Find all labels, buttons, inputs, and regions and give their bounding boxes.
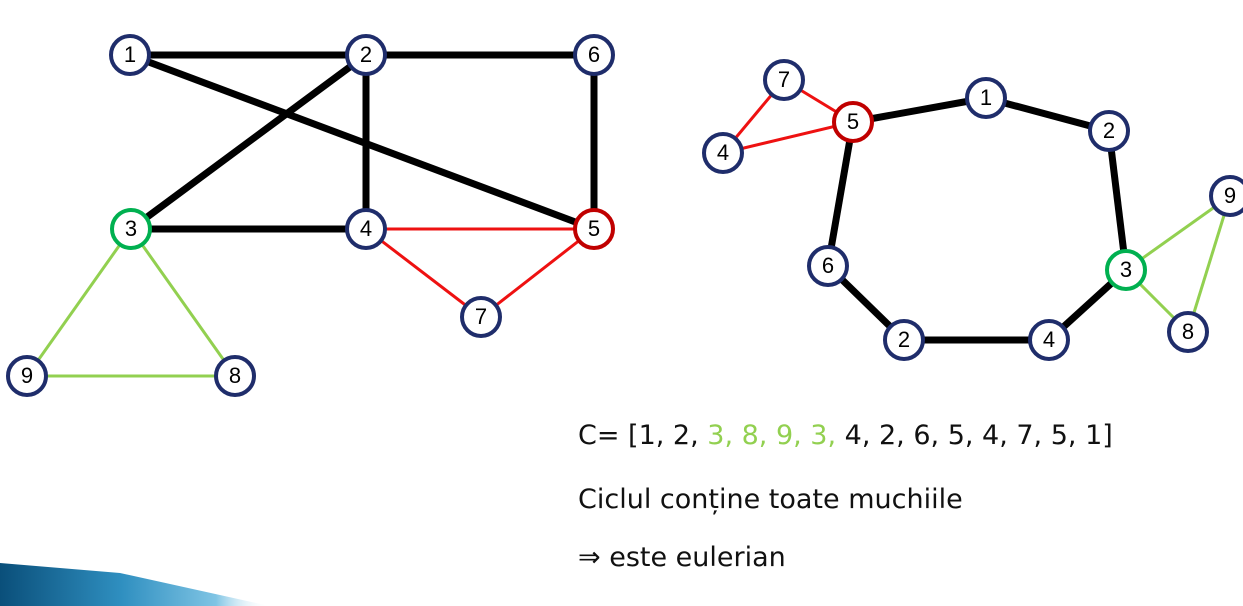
right-node-r2a: 2 bbox=[1088, 110, 1130, 152]
node-label: 6 bbox=[822, 253, 834, 278]
right-node-r1: 1 bbox=[965, 77, 1007, 119]
right-node-r3: 3 bbox=[1105, 249, 1147, 291]
node-label: 1 bbox=[980, 85, 992, 110]
right-node-r9: 9 bbox=[1209, 175, 1243, 217]
node-circle bbox=[832, 101, 874, 143]
node-label: 3 bbox=[125, 216, 137, 241]
left-node-8: 8 bbox=[214, 355, 256, 397]
node-label: 4 bbox=[1043, 327, 1055, 352]
right-edge-r6-r5 bbox=[824, 121, 857, 267]
node-label: 2 bbox=[1103, 118, 1115, 143]
node-circle bbox=[345, 34, 387, 76]
node-label: 2 bbox=[360, 42, 372, 67]
right-edge-r5-r1 bbox=[852, 94, 987, 126]
node-label: 7 bbox=[475, 304, 487, 329]
node-label: 6 bbox=[588, 42, 600, 67]
conclusion: ⇒ este eulerian bbox=[578, 542, 786, 573]
node-circle bbox=[763, 59, 805, 101]
left-edge-1-5 bbox=[128, 51, 596, 233]
node-label: 5 bbox=[588, 216, 600, 241]
left-node-7: 7 bbox=[460, 296, 502, 338]
node-circle bbox=[214, 355, 256, 397]
node-label: 8 bbox=[229, 363, 241, 388]
right-node-r2b: 2 bbox=[883, 319, 925, 361]
node-label: 7 bbox=[778, 67, 790, 92]
right-node-r5: 5 bbox=[832, 101, 874, 143]
right-node-r6: 6 bbox=[807, 245, 849, 287]
sequence-part-2: 3, 8, 9, 3, bbox=[707, 420, 837, 451]
left-node-9: 9 bbox=[6, 355, 48, 397]
right-node-r4b: 4 bbox=[1028, 319, 1070, 361]
implies-icon: ⇒ bbox=[578, 542, 601, 573]
node-circle bbox=[345, 208, 387, 250]
euler-graphs: 1 2 6 3 4 5 7 9 8 7 1 5 4 2 9 6 3 8 2 4 bbox=[6, 34, 1243, 397]
left-node-4: 4 bbox=[345, 208, 387, 250]
left-node-6: 6 bbox=[573, 34, 615, 76]
node-circle bbox=[110, 208, 152, 250]
node-circle bbox=[807, 245, 849, 287]
node-circle bbox=[1167, 311, 1209, 353]
sequence-part-3: 4, 2, 6, 5, 4, 7, 5, 1] bbox=[836, 420, 1113, 451]
right-edge-r9-r8 bbox=[1186, 195, 1232, 333]
left-edge-7-5 bbox=[480, 227, 595, 319]
node-label: 2 bbox=[898, 327, 910, 352]
left-edge-2-3 bbox=[128, 52, 369, 232]
conclusion-text: este eulerian bbox=[600, 542, 786, 573]
left-node-5: 5 bbox=[573, 208, 615, 250]
node-label: 5 bbox=[847, 109, 859, 134]
node-label: 4 bbox=[360, 216, 372, 241]
node-label: 8 bbox=[1182, 319, 1194, 344]
nodes-layer: 1 2 6 3 4 5 7 9 8 7 1 5 4 2 9 6 3 8 2 4 bbox=[6, 34, 1243, 397]
left-edge-3-8 bbox=[129, 228, 237, 377]
node-circle bbox=[460, 296, 502, 338]
right-node-r4a: 4 bbox=[702, 132, 744, 174]
right-node-r8: 8 bbox=[1167, 311, 1209, 353]
node-circle bbox=[1105, 249, 1147, 291]
node-circle bbox=[6, 355, 48, 397]
node-label: 4 bbox=[717, 140, 729, 165]
left-edge-4-7 bbox=[365, 227, 482, 319]
left-node-3: 3 bbox=[110, 208, 152, 250]
node-label: 1 bbox=[124, 42, 136, 67]
right-node-r7: 7 bbox=[763, 59, 805, 101]
node-circle bbox=[573, 208, 615, 250]
right-edge-r1-r2a bbox=[985, 94, 1110, 135]
node-circle bbox=[573, 34, 615, 76]
right-edge-r3-r9 bbox=[1125, 194, 1231, 272]
node-circle bbox=[883, 319, 925, 361]
left-edge-3-9 bbox=[25, 228, 133, 377]
node-label: 3 bbox=[1120, 257, 1132, 282]
node-circle bbox=[109, 34, 151, 76]
sequence-part-1: C= [1, 2, bbox=[578, 420, 708, 451]
node-circle bbox=[965, 77, 1007, 119]
euler-cycle-sequence: C= [1, 2, 3, 8, 9, 3, 4, 2, 6, 5, 4, 7, … bbox=[578, 420, 1113, 451]
left-node-2: 2 bbox=[345, 34, 387, 76]
node-circle bbox=[702, 132, 744, 174]
node-circle bbox=[1088, 110, 1130, 152]
node-label: 9 bbox=[1224, 183, 1236, 208]
right-edge-r4a-r5 bbox=[722, 120, 854, 155]
left-node-1: 1 bbox=[109, 34, 151, 76]
right-edge-r2a-r3 bbox=[1105, 130, 1130, 271]
node-circle bbox=[1028, 319, 1070, 361]
node-label: 9 bbox=[21, 363, 33, 388]
node-circle bbox=[1209, 175, 1243, 217]
cycle-note: Ciclul conține toate muchiile bbox=[578, 484, 963, 515]
